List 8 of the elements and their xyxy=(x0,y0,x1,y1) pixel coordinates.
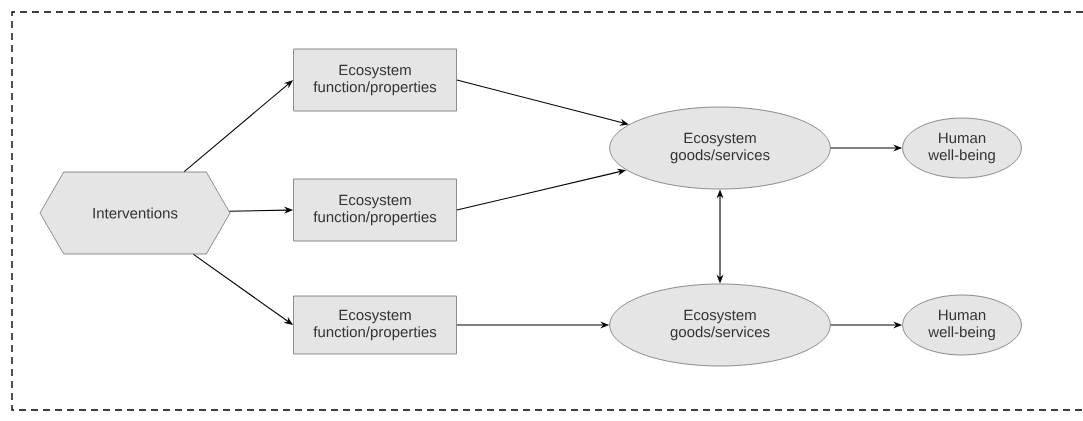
ellipse-node: Ecosystem goods/services xyxy=(609,283,831,367)
process-box: Ecosystem function/properties xyxy=(293,295,457,355)
process-box: Ecosystem function/properties xyxy=(293,178,457,242)
ellipse-node: Human well-being xyxy=(902,294,1022,356)
hexagon-node: Interventions xyxy=(39,171,231,255)
ellipse-node: Human well-being xyxy=(902,117,1022,179)
ellipse-node: Ecosystem goods/services xyxy=(609,106,831,190)
process-box: Ecosystem function/properties xyxy=(293,48,457,112)
